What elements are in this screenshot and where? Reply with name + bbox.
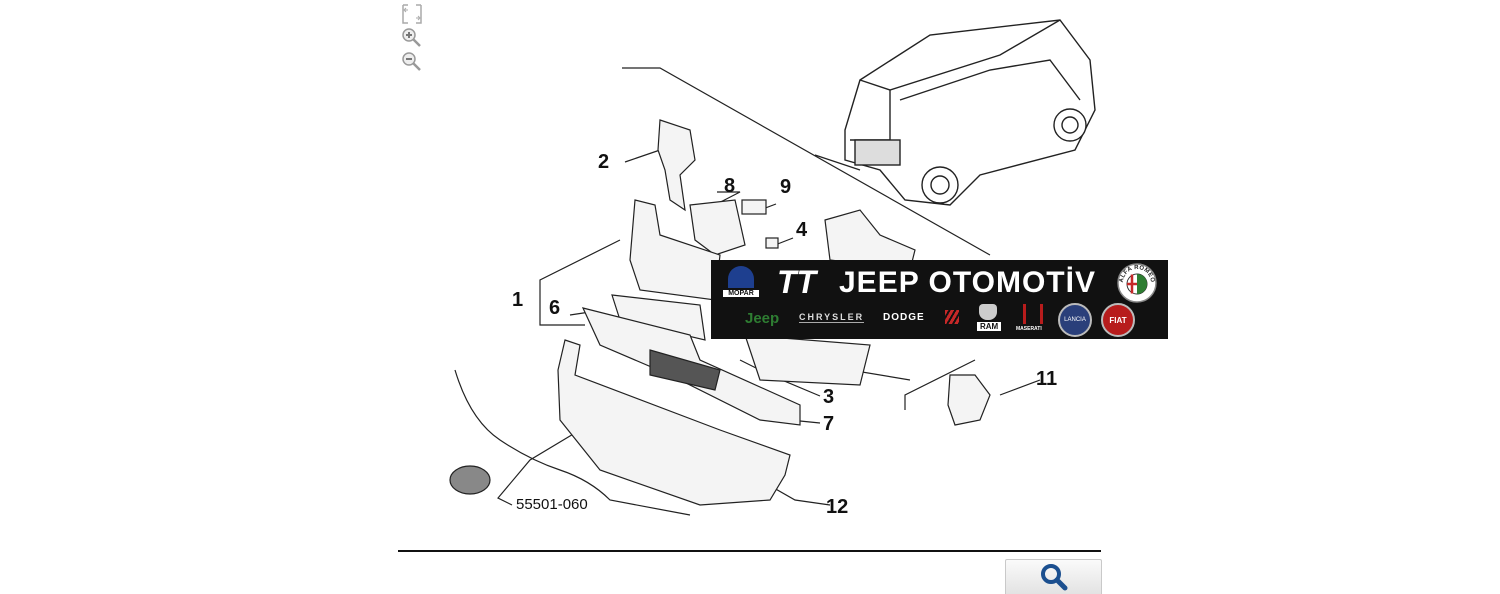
magnifier-icon [1040, 564, 1067, 591]
parts-diagram[interactable]: 2 8 9 4 1 6 3 7 11 12 55501-060 [398, 0, 1101, 550]
chrysler-logo: CHRYSLER [799, 312, 865, 323]
callout-3[interactable]: 3 [823, 386, 834, 408]
fiat-logo: FIAT [1101, 303, 1135, 337]
tt-logo: TT [777, 264, 817, 300]
watermark-banner: MOPAR TT JEEP OTOMOTİV ALFA ROMEO Jeep C… [711, 260, 1168, 339]
callout-9[interactable]: 9 [780, 176, 791, 198]
fit-screen-icon[interactable] [400, 2, 424, 26]
part-2 [657, 119, 696, 212]
part-11 [947, 374, 991, 426]
zoom-out-icon[interactable] [400, 50, 424, 74]
ram-logo: RAM [977, 322, 1002, 331]
callout-1[interactable]: 1 [512, 289, 523, 311]
jeep-logo: Jeep [745, 310, 780, 327]
alfa-romeo-logo: ALFA ROMEO [1117, 263, 1157, 303]
dodge-logo: DODGE [883, 312, 925, 323]
dodge-stripes [945, 310, 959, 324]
part-4 [765, 237, 779, 249]
callout-11[interactable]: 11 [1036, 368, 1057, 390]
divider [398, 550, 1101, 552]
callout-part-number[interactable]: 55501-060 [516, 496, 588, 513]
callout-8[interactable]: 8 [724, 175, 735, 197]
callout-2[interactable]: 2 [598, 151, 609, 173]
maserati-trident [1023, 304, 1043, 324]
callout-7[interactable]: 7 [823, 413, 834, 435]
mopar-logo: MOPAR [723, 266, 759, 300]
zoom-in-icon[interactable] [400, 26, 424, 50]
lancia-logo: LANCIA [1058, 303, 1092, 337]
callout-6[interactable]: 6 [549, 297, 560, 319]
part-9 [741, 199, 767, 215]
part-8 [689, 199, 746, 256]
maserati-logo: MASERATI [1016, 326, 1042, 332]
vehicle-illustration [844, 19, 1096, 206]
callouts: 2 8 9 4 1 6 3 7 11 12 55501-060 [512, 151, 1057, 518]
ram-head [979, 304, 997, 320]
banner-title: JEEP OTOMOTİV [839, 266, 1096, 299]
search-button[interactable] [1005, 559, 1102, 594]
viewer-toolbar [400, 2, 426, 74]
part-12 [557, 339, 791, 506]
callout-12[interactable]: 12 [826, 496, 848, 518]
parts [449, 119, 991, 516]
callout-4[interactable]: 4 [796, 219, 808, 241]
sensor [449, 465, 491, 495]
